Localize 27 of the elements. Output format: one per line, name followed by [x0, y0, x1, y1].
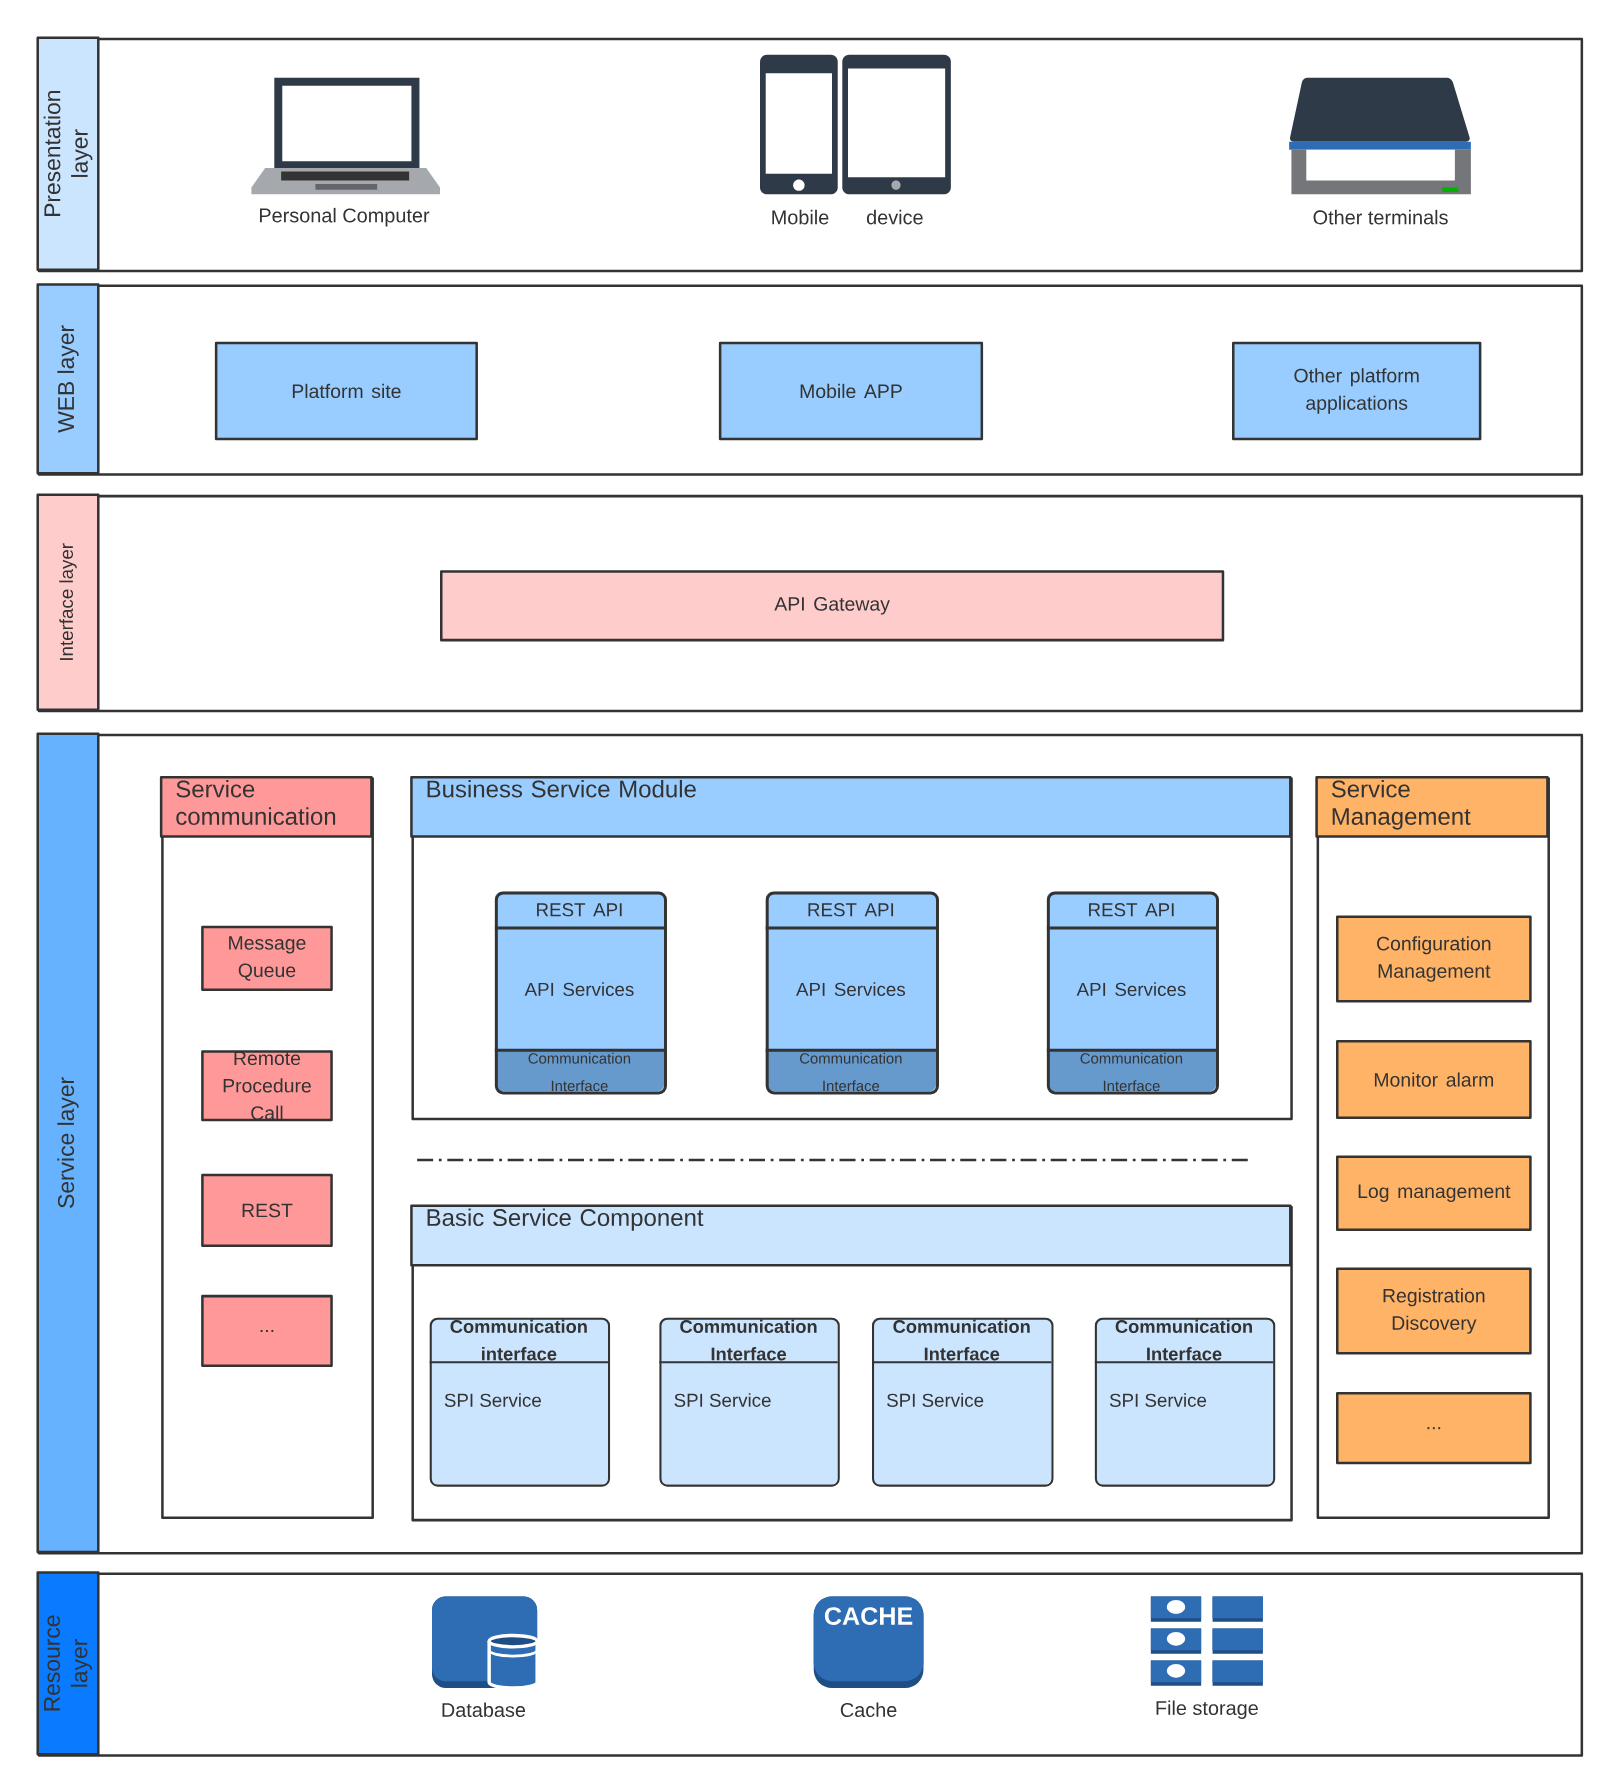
- icon-caption: File storage: [1156, 1700, 1258, 1719]
- process-box: Registration Discovery: [1335, 1267, 1532, 1355]
- process-box: ...: [1335, 1392, 1532, 1465]
- service-card: REST API API Services Communication Interface: [765, 891, 939, 1095]
- icon-caption: Cache: [840, 1702, 897, 1717]
- icon-caption: Other terminals: [1313, 209, 1448, 225]
- process-box: REST: [201, 1173, 333, 1248]
- service-card: Communication Interface SPI Service: [1094, 1317, 1276, 1487]
- icon-caption: Mobile: [772, 209, 829, 225]
- icon-caption: device: [866, 209, 923, 225]
- process-box: Message Queue: [201, 925, 333, 992]
- service-card: REST API API Services Communication Interface: [1046, 891, 1219, 1095]
- process-box: Other platform applications: [1231, 341, 1482, 441]
- process-box: ...: [201, 1294, 333, 1368]
- process-box: Log management: [1335, 1155, 1532, 1232]
- service-card: REST API API Services Communication Interface: [494, 891, 667, 1095]
- icon-text: CACHE: [824, 1607, 913, 1625]
- process-box: Monitor alarm: [1335, 1040, 1532, 1120]
- process-box: Platform site: [214, 341, 478, 441]
- icon-caption: Personal Computer: [259, 207, 430, 227]
- service-card: Communication Interface SPI Service: [871, 1317, 1054, 1487]
- service-card: Communication interface SPI Service: [429, 1317, 610, 1487]
- service-card: Communication Interface SPI Service: [659, 1317, 840, 1487]
- process-box: API Gateway: [439, 570, 1225, 642]
- icon-caption: Database: [442, 1702, 526, 1717]
- process-box: Mobile APP: [718, 341, 984, 441]
- process-box: Configuration Management: [1335, 915, 1532, 1003]
